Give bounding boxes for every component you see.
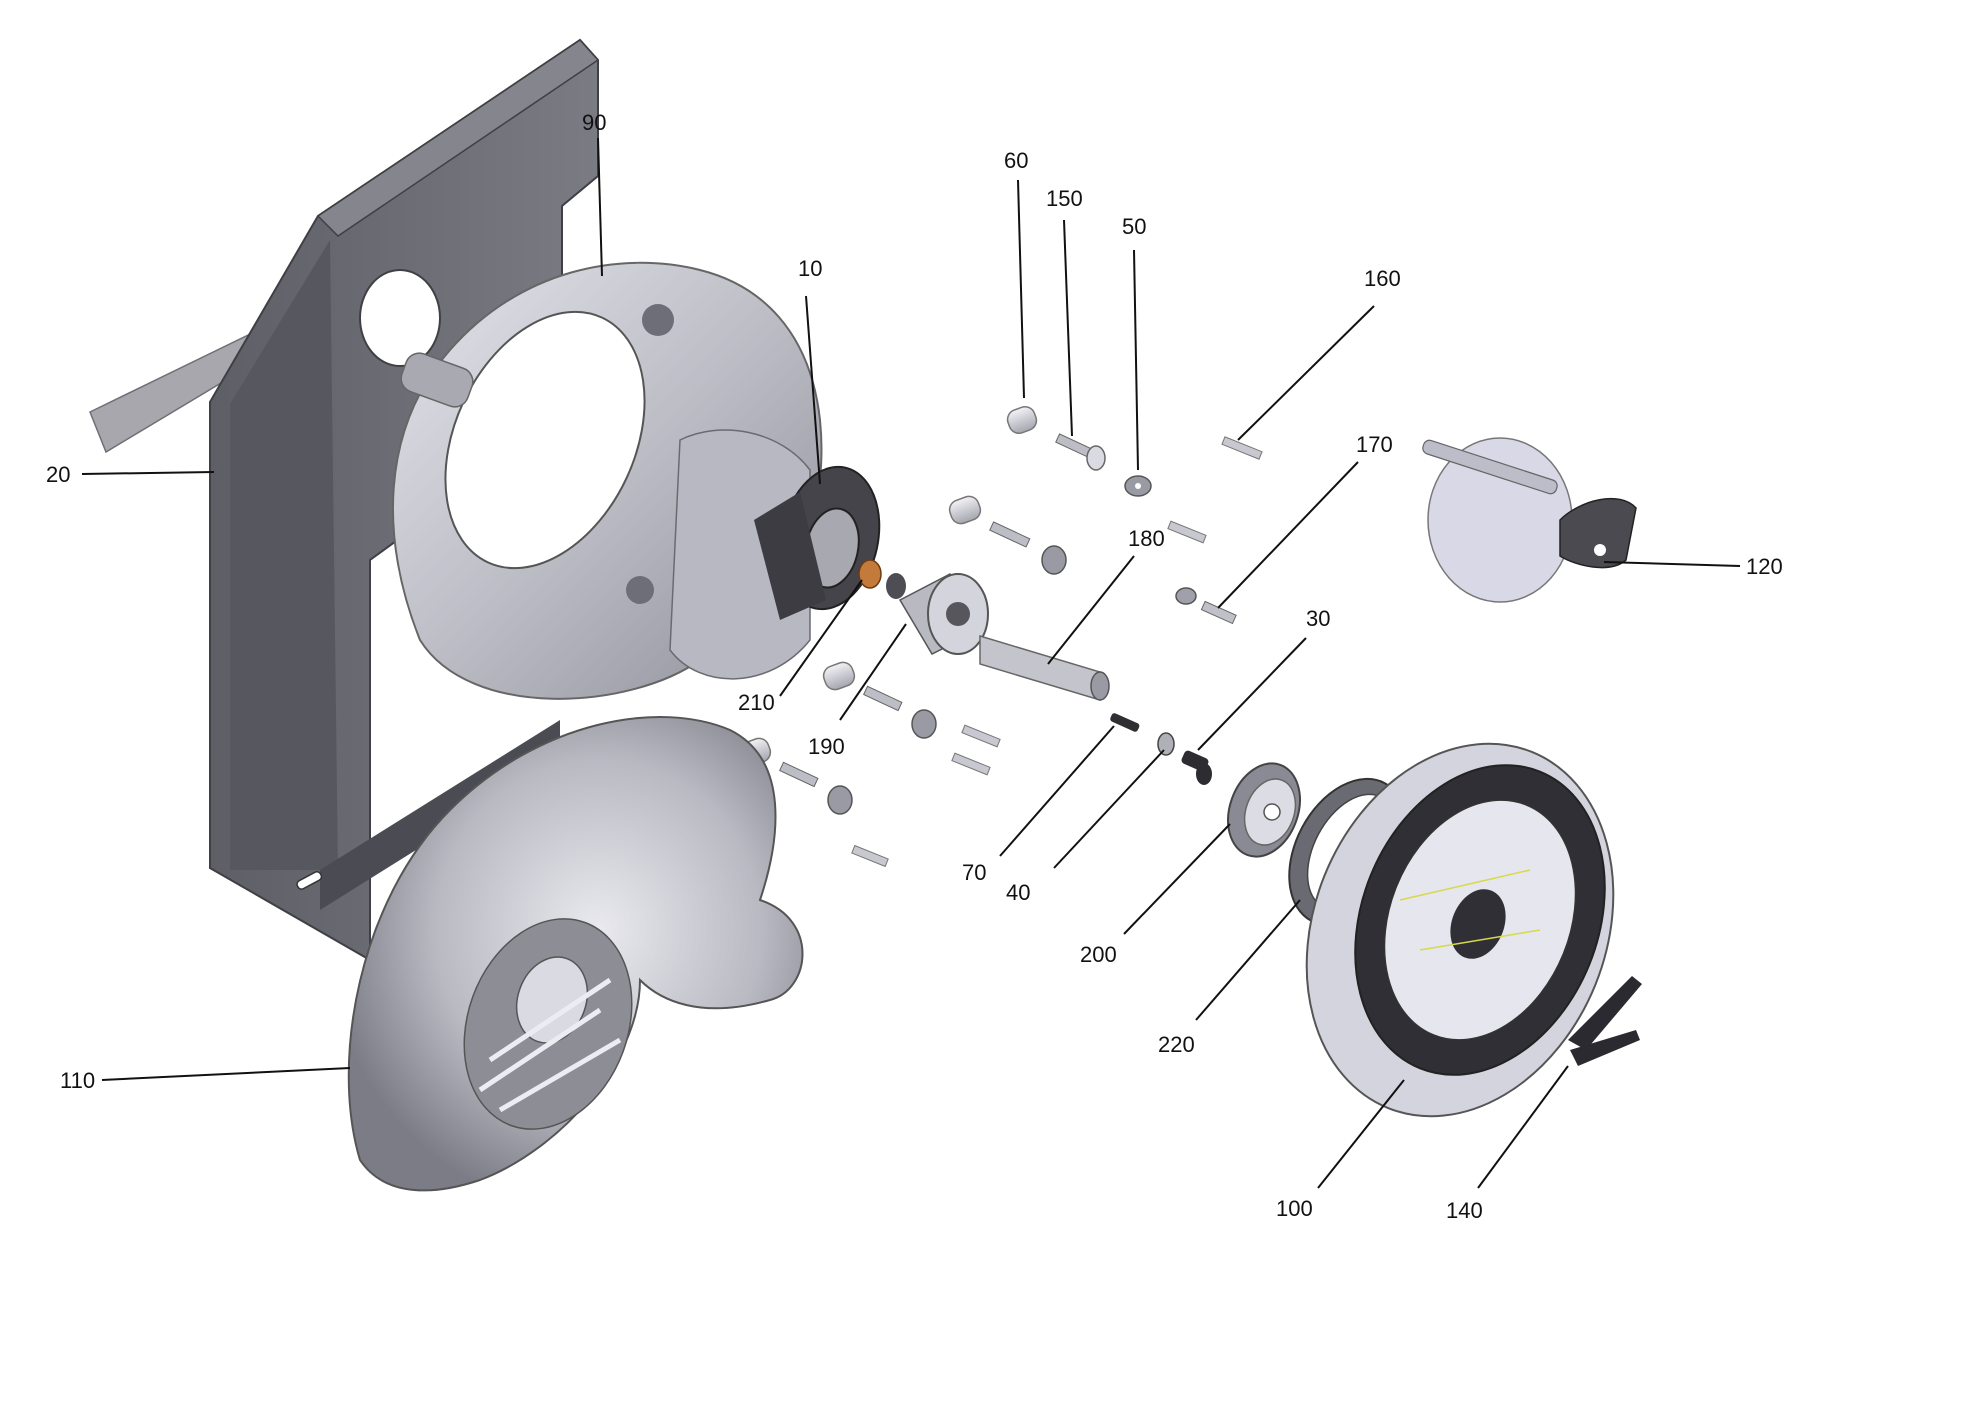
disc-200 xyxy=(1227,762,1301,858)
fan-housing-back-part xyxy=(391,261,823,700)
seal-ring-210 xyxy=(858,559,906,599)
hardware-misc-set xyxy=(738,495,1207,868)
callout-180: 180 xyxy=(1128,526,1165,551)
washer-40 xyxy=(1157,732,1175,756)
bolt-30 xyxy=(1181,750,1212,785)
callout-100: 100 xyxy=(1276,1196,1313,1221)
hardware-screw-170 xyxy=(1175,587,1237,625)
callout-50: 50 xyxy=(1122,214,1146,239)
callout-90: 90 xyxy=(582,110,606,135)
callout-110: 110 xyxy=(60,1068,95,1093)
callout-200: 200 xyxy=(1080,942,1117,967)
hardware-spacer-60 xyxy=(1006,406,1038,434)
hardware-screw-150 xyxy=(1055,433,1106,471)
key-pin-70 xyxy=(1110,713,1140,732)
blower-wheel-100 xyxy=(1305,742,1615,1118)
callout-190: 190 xyxy=(808,734,845,759)
drive-shaft-180 xyxy=(979,634,1110,702)
callout-220: 220 xyxy=(1158,1032,1195,1057)
leader-lines xyxy=(81,137,1741,1189)
callout-160: 160 xyxy=(1364,266,1401,291)
callout-20: 20 xyxy=(46,462,70,487)
bearing-hub-190 xyxy=(898,572,989,655)
inlet-flange-part xyxy=(754,465,881,620)
callout-170: 170 xyxy=(1356,432,1393,457)
callout-120: 120 xyxy=(1746,554,1783,579)
callout-210: 210 xyxy=(738,690,775,715)
callout-10: 10 xyxy=(798,256,822,281)
volute-housing-110 xyxy=(347,716,804,1192)
callout-150: 150 xyxy=(1046,186,1083,211)
hardware-screw-160 xyxy=(1221,436,1263,460)
callout-40: 40 xyxy=(1006,880,1030,905)
damper-flap-120 xyxy=(1422,437,1637,603)
callout-30: 30 xyxy=(1306,606,1330,631)
hardware-washer-50 xyxy=(1124,475,1152,497)
callout-60: 60 xyxy=(1004,148,1028,173)
callout-70: 70 xyxy=(962,860,986,885)
callout-labels: 90 10 20 60 150 50 160 170 180 30 120 21… xyxy=(46,110,1783,1223)
callout-140: 140 xyxy=(1446,1198,1483,1223)
clip-140 xyxy=(1568,976,1642,1066)
